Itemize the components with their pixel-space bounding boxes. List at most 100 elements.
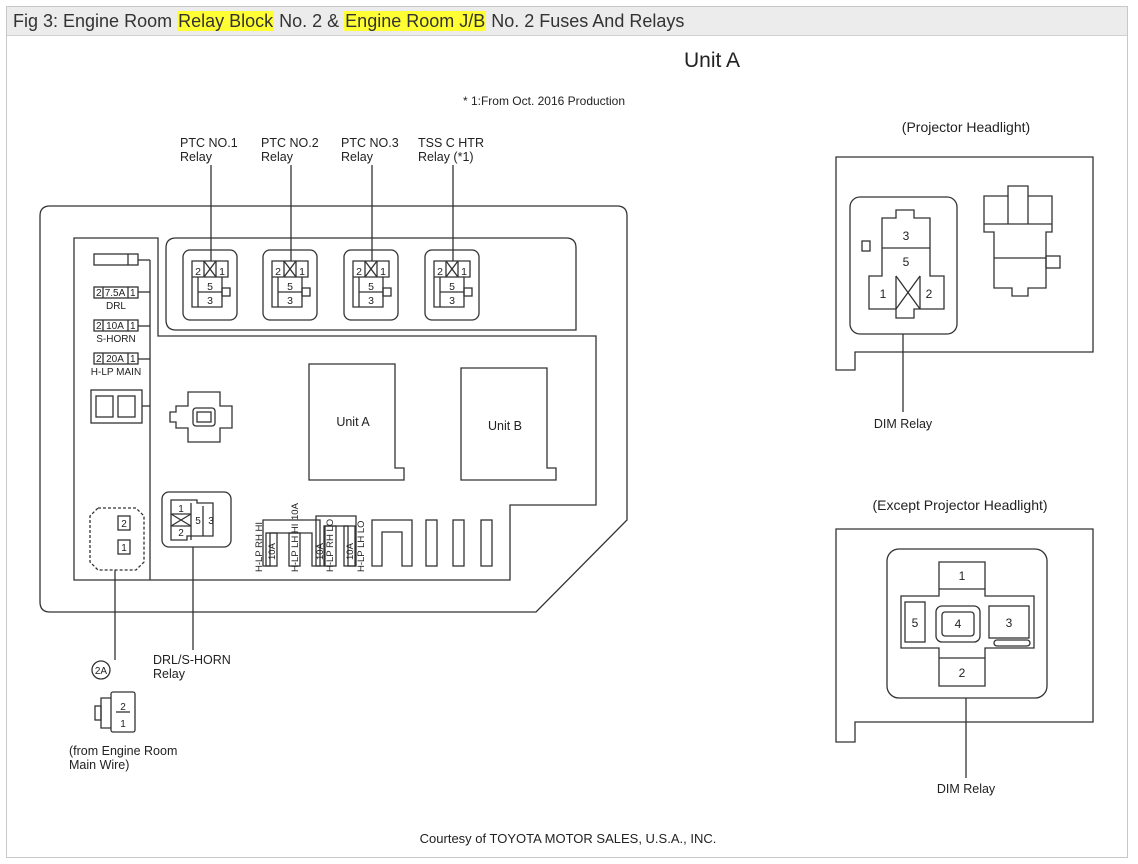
svg-text:1: 1 [461,266,467,278]
svg-text:20A: 20A [106,354,124,365]
svg-text:3: 3 [287,295,293,307]
svg-text:4: 4 [955,617,962,631]
svg-text:1: 1 [880,287,887,301]
unit-a-label: Unit A [336,415,370,429]
svg-text:2: 2 [959,666,966,680]
fuse-s-horn-name: S-HORN [96,334,135,345]
connector-2a-pin-labels: 2 1 [120,702,126,730]
relay-ptc-no3 [343,249,399,321]
svg-text:1: 1 [130,321,136,332]
socket-2a-pin-labels: 2 1 [121,519,127,554]
svg-text:5: 5 [195,516,201,527]
except-projector-panel [835,528,1094,743]
svg-text:5: 5 [287,281,293,293]
relay-ptc-no2 [262,249,318,321]
svg-text:5: 5 [903,255,910,269]
svg-text:2: 2 [437,266,443,278]
svg-text:1: 1 [178,504,184,515]
blank-fuse [93,253,139,266]
svg-text:H-LP LH LO: H-LP LH LO [356,520,367,572]
projector-panel [835,156,1094,371]
svg-text:H-LP RH HI: H-LP RH HI [254,522,265,572]
projector-title: (Projector Headlight) [902,119,1030,135]
figure-frame: Fig 3: Engine Room Relay Block No. 2 & E… [6,6,1128,858]
svg-text:1: 1 [130,354,136,365]
fuse-drl-name: DRL [106,301,126,312]
unit-b-label: Unit B [488,419,522,433]
label-ptc-no3-line1: PTC NO.3 [341,136,399,150]
svg-text:10A: 10A [106,321,124,332]
unit-b-block [460,367,557,481]
label-drl-s-horn-line1: DRL/S-HORN [153,653,231,667]
large-fuse [90,389,150,424]
svg-text:2: 2 [178,528,184,539]
title-text-3: No. 2 Fuses And Relays [486,11,685,31]
svg-text:2: 2 [96,321,102,332]
except-dim-relay [886,548,1048,699]
svg-text:5: 5 [912,616,919,630]
except-dim-relay-label: DIM Relay [937,782,996,796]
projector-dim-relay-pins [861,209,945,319]
relay-block-inner-outline [73,237,597,581]
label-ptc-no1-line2: Relay [180,150,213,164]
headlamp-fuse-labels: H-LP RH HI 10A H-LP LH HI 10A H-LP RH LO… [254,502,367,572]
svg-text:3: 3 [449,295,455,307]
svg-text:H-LP LH HI: H-LP LH HI [290,524,301,572]
relay-drl-s-horn [161,491,232,548]
except-pin-labels: 1 5 4 3 2 [912,569,1013,680]
unit-title: Unit A [684,49,740,72]
svg-text:10A: 10A [315,542,326,560]
svg-text:2: 2 [96,288,102,299]
svg-text:5: 5 [368,281,374,293]
svg-text:5: 5 [207,281,213,293]
svg-text:10A: 10A [267,542,278,560]
connector-2a [94,691,136,733]
connector-2a-desc-line1: (from Engine Room [69,744,177,758]
svg-text:5: 5 [449,281,455,293]
svg-text:10A: 10A [345,542,356,560]
courtesy-credit: Courtesy of TOYOTA MOTOR SALES, U.S.A., … [420,831,717,846]
label-drl-s-horn-line2: Relay [153,667,186,681]
title-highlight-engine-room-jb: Engine Room J/B [344,11,487,31]
projector-pin-labels: 3 5 1 2 [880,229,933,301]
projector-dim-relay-label: DIM Relay [874,417,933,431]
svg-text:2: 2 [926,287,933,301]
title-text-2: No. 2 & [274,11,345,31]
connector-pin-1-box [117,539,131,555]
label-ptc-no2-line1: PTC NO.2 [261,136,319,150]
unit-a-block [308,363,405,481]
svg-text:1: 1 [121,543,127,554]
svg-text:H-LP RH LO: H-LP RH LO [325,519,336,572]
headlamp-fuse-bank [262,515,493,567]
title-text-1: Fig 3: Engine Room [13,11,178,31]
label-tss-c-htr-line2: Relay (*1) [418,150,474,164]
svg-text:1: 1 [120,719,126,730]
label-ptc-no2-line2: Relay [261,150,294,164]
relay-block-outline [39,205,628,613]
relay-ptc-no1 [182,249,238,321]
connector-code-badge [91,660,111,680]
figure-title: Fig 3: Engine Room Relay Block No. 2 & E… [7,7,1127,36]
svg-text:1: 1 [299,266,305,278]
svg-text:2: 2 [96,354,102,365]
projector-secondary-socket [983,185,1061,297]
svg-text:1: 1 [130,288,136,299]
title-highlight-relay-block: Relay Block [177,11,275,31]
svg-text:2: 2 [356,266,362,278]
production-note: * 1:From Oct. 2016 Production [463,94,625,108]
relay-tss-c-htr [424,249,480,321]
svg-text:2: 2 [120,702,126,713]
svg-text:1: 1 [219,266,225,278]
svg-text:3: 3 [208,516,214,527]
connector-pin-2-box [117,515,131,531]
svg-text:10A: 10A [290,502,301,520]
svg-text:7.5A: 7.5A [105,288,126,299]
label-ptc-no3-line2: Relay [341,150,374,164]
svg-text:3: 3 [368,295,374,307]
svg-text:3: 3 [903,229,910,243]
svg-text:3: 3 [1006,616,1013,630]
drl-relay-pin-labels: 1 2 5 3 [178,504,214,539]
svg-text:1: 1 [959,569,966,583]
